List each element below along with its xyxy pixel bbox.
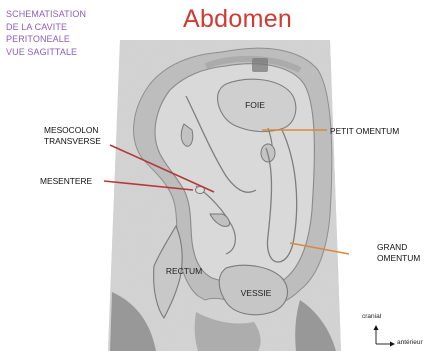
- grand-omentum-label: GRAND OMENTUM: [377, 242, 420, 264]
- bladder-label: VESSIE: [241, 288, 272, 298]
- petit-omentum-label: PETIT OMENTUM: [330, 126, 399, 137]
- grand-omentum-label-line-2: OMENTUM: [377, 253, 420, 264]
- liver-label: FOIE: [245, 100, 265, 110]
- anterior-arrowhead: [390, 342, 395, 347]
- cranial-label: cranial: [362, 313, 381, 320]
- grand-omentum-label-line-1: GRAND: [377, 242, 420, 253]
- spine-block: [252, 58, 268, 72]
- anterior-label: antérieur: [397, 339, 423, 346]
- mesocolon-label-line-1: MESOCOLON: [44, 125, 101, 136]
- rectum-label: RECTUM: [166, 266, 202, 276]
- mesocolon-label-line-2: TRANSVERSE: [44, 136, 101, 147]
- mesocolon-label: MESOCOLON TRANSVERSE: [44, 125, 101, 147]
- mesentery-label: MESENTERE: [40, 176, 92, 187]
- cranial-arrowhead: [374, 325, 379, 330]
